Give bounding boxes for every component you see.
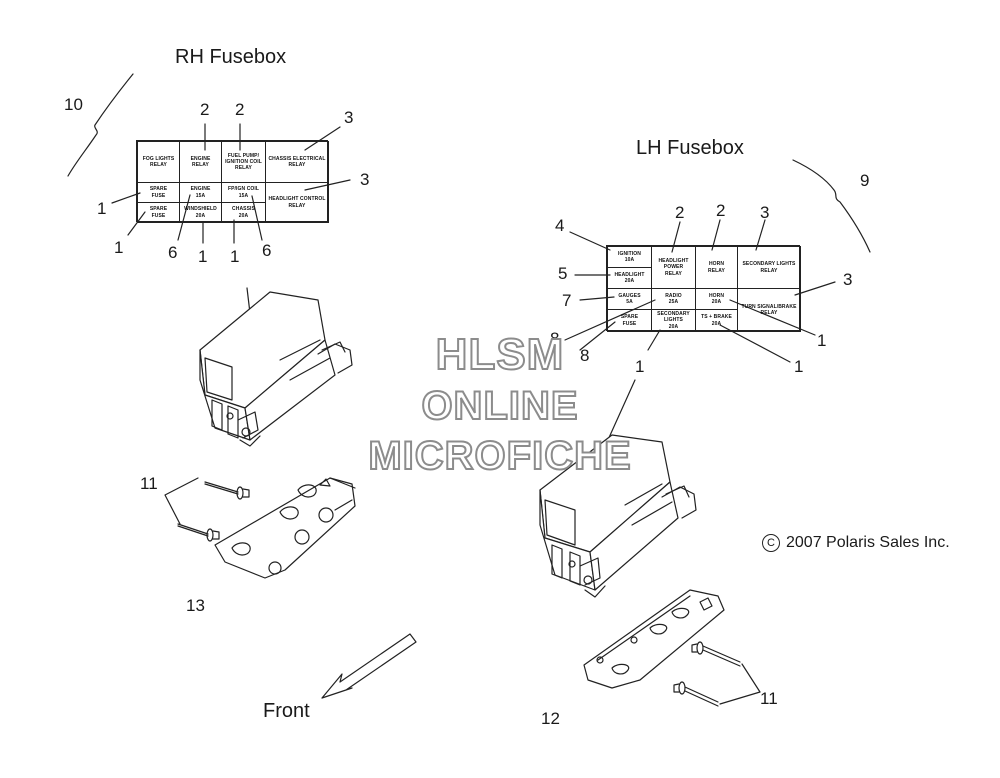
callout-1-rh-b: 1 — [114, 238, 124, 257]
rh-fusebox-chart: FOG LIGHTS RELAY ENGINE RELAY FUEL PUMP/… — [136, 140, 329, 223]
rh-cell-fuel-pump-relay: FUEL PUMP/ IGNITION COIL RELAY — [221, 141, 266, 183]
copyright-symbol-icon: C — [762, 534, 780, 552]
callout-1-lh-b: 1 — [794, 357, 804, 376]
rh-cell-spare-fuse-1: SPARE FUSE — [137, 182, 180, 203]
callout-1-lh-c: 1 — [635, 357, 645, 376]
callout-12: 12 — [541, 709, 560, 728]
callout-2-lh-a: 2 — [675, 203, 685, 222]
callout-8-lh-b: 8 — [580, 346, 590, 365]
watermark-line-1: HLSM — [435, 329, 565, 380]
rh-cell-spare-fuse-2: SPARE FUSE — [137, 202, 180, 223]
callout-1-rh-d: 1 — [230, 247, 240, 266]
lh-fusebox-chart: IGNITION 10A HEADLIGHT POWER RELAY HORN … — [606, 245, 801, 332]
callout-5-lh: 5 — [558, 264, 568, 283]
callout-1-lh-a: 1 — [817, 331, 827, 350]
callout-4-lh: 4 — [555, 216, 565, 235]
copyright-text: 2007 Polaris Sales Inc. — [786, 534, 950, 551]
callout-6-rh-a: 6 — [168, 243, 178, 262]
lh-cell-turn-signal-brake-relay: TURN SIGNAL/BRAKE RELAY — [737, 288, 801, 332]
callout-3-rh-b: 3 — [360, 170, 370, 189]
callout-3-lh-a: 3 — [760, 203, 770, 222]
watermark-line-2: ONLINE — [420, 383, 579, 429]
callout-11-lh: 11 — [760, 689, 778, 708]
watermark-line-3: MICROFICHE — [367, 433, 632, 479]
rh-cell-windshield-fuse: WINDSHIELD 20A — [179, 202, 222, 223]
lh-cell-secondary-lights-relay: SECONDARY LIGHTS RELAY — [737, 246, 801, 289]
rh-group-brace — [67, 73, 134, 177]
rh-cell-chassis-fuse: CHASSIS 20A — [221, 202, 266, 223]
front-label: Front — [263, 700, 310, 722]
callout-9: 9 — [860, 171, 870, 190]
callout-2-lh-b: 2 — [716, 201, 726, 220]
callout-10: 10 — [64, 95, 83, 114]
lh-mounting-bracket — [583, 589, 725, 689]
rh-cell-engine-fuse: ENGINE 15A — [179, 182, 222, 203]
rh-screws — [164, 477, 250, 542]
rh-cell-engine-relay: ENGINE RELAY — [179, 141, 222, 183]
callout-2-rh-b: 2 — [235, 100, 245, 119]
lh-cell-headlight-power-relay: HEADLIGHT POWER RELAY — [651, 246, 696, 289]
rh-cell-chassis-electrical-relay: CHASSIS ELECTRICAL RELAY — [265, 141, 329, 183]
lh-cell-horn-relay: HORN RELAY — [695, 246, 738, 289]
callout-1-rh-c: 1 — [198, 247, 208, 266]
rh-cell-fog-lights-relay: FOG LIGHTS RELAY — [137, 141, 180, 183]
callout-2-rh-a: 2 — [200, 100, 210, 119]
callout-11-rh: 11 — [140, 474, 158, 493]
rh-fusebox-body — [199, 291, 353, 447]
rh-mounting-bracket — [214, 477, 356, 579]
callout-1-rh-a: 1 — [97, 199, 107, 218]
callout-6-rh-b: 6 — [262, 241, 272, 260]
lh-fusebox-body — [539, 434, 697, 598]
lh-cell-headlight-fuse: HEADLIGHT 20A — [607, 267, 652, 289]
lh-cell-radio-fuse: RADIO 25A — [651, 288, 696, 310]
lh-group-brace — [792, 159, 871, 253]
lh-cell-spare-fuse: SPARE FUSE — [607, 309, 652, 332]
rh-fusebox-title: RH Fusebox — [175, 46, 287, 68]
callout-8-lh-a: 8 — [550, 329, 560, 348]
lh-fusebox-title: LH Fusebox — [636, 137, 744, 159]
lh-screws — [673, 641, 761, 707]
callout-13: 13 — [186, 596, 205, 615]
lh-cell-horn-fuse: HORN 20A — [695, 288, 738, 310]
lh-cell-ignition-fuse: IGNITION 10A — [607, 246, 652, 268]
callout-7-lh: 7 — [562, 291, 572, 310]
front-arrow — [321, 633, 417, 699]
callout-3-rh-a: 3 — [344, 108, 354, 127]
callout-3-lh-b: 3 — [843, 270, 853, 289]
lh-cell-gauges-fuse: GAUGES 5A — [607, 288, 652, 310]
rh-cell-fp-ign-coil-fuse: FP/IGN COIL 15A — [221, 182, 266, 203]
lh-cell-ts-brake-fuse: TS + BRAKE 20A — [695, 309, 738, 332]
rh-cell-headlight-control-relay: HEADLIGHT CONTROL RELAY — [265, 182, 329, 223]
copyright-notice: C 2007 Polaris Sales Inc. — [762, 534, 950, 552]
lh-cell-secondary-lights-fuse: SECONDARY LIGHTS 20A — [651, 309, 696, 332]
